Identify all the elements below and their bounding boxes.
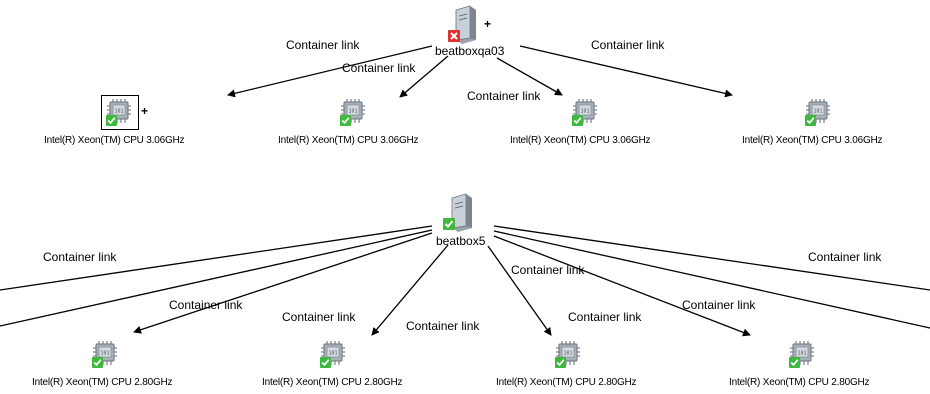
edge-line[interactable]	[519, 45, 733, 98]
edge-label[interactable]: Container link	[43, 250, 117, 264]
edge-label[interactable]: Container link	[169, 298, 243, 312]
svg-text:101: 101	[580, 109, 589, 115]
green-check-icon	[106, 115, 117, 126]
edge-label[interactable]: Container link	[568, 310, 642, 324]
host-label: beatbox5	[436, 234, 486, 248]
edge-line[interactable]	[133, 232, 433, 334]
edge-label[interactable]: Container link	[282, 310, 356, 324]
svg-text:101: 101	[563, 351, 572, 357]
edge-label[interactable]: Container link	[511, 263, 585, 277]
svg-text:101: 101	[100, 351, 109, 357]
cpu-label: Intel(R) Xeon(TM) CPU 2.80GHz	[262, 377, 403, 388]
cpu-label: Intel(R) Xeon(TM) CPU 3.06GHz	[44, 135, 185, 146]
cpu-label: Intel(R) Xeon(TM) CPU 3.06GHz	[510, 135, 651, 146]
cpu-node[interactable]: 101	[572, 98, 598, 126]
edge-line[interactable]	[496, 57, 563, 96]
svg-text:101: 101	[797, 351, 806, 357]
edge-label[interactable]: Container link	[591, 38, 665, 52]
cpu-label: Intel(R) Xeon(TM) CPU 3.06GHz	[742, 135, 883, 146]
edge-line[interactable]	[227, 45, 433, 98]
svg-text:101: 101	[813, 109, 822, 115]
cpu-node[interactable]: 101	[106, 98, 132, 126]
edge-line[interactable]	[493, 230, 930, 329]
edge-line[interactable]	[0, 229, 433, 327]
edge-label[interactable]: Container link	[682, 298, 756, 312]
green-check-icon	[92, 357, 103, 368]
expand-marker[interactable]: +	[141, 104, 149, 118]
green-check-icon	[805, 115, 816, 126]
edge-label[interactable]: Container link	[467, 89, 541, 103]
green-check-icon	[789, 357, 800, 368]
edge-line[interactable]	[487, 245, 552, 336]
cpu-chip-icon: 101	[573, 99, 597, 123]
host-label: beatboxqa03	[435, 44, 505, 58]
host-node-beatboxqa03[interactable]	[448, 4, 480, 44]
cpu-chip-icon: 101	[790, 341, 814, 365]
svg-text:101: 101	[114, 109, 123, 115]
edge-line[interactable]	[399, 55, 449, 98]
green-check-icon	[555, 357, 566, 368]
red-x-icon	[448, 30, 460, 42]
edge-label[interactable]: Container link	[286, 38, 360, 52]
cpu-chip-icon: 101	[806, 99, 830, 123]
cpu-label: Intel(R) Xeon(TM) CPU 3.06GHz	[278, 135, 419, 146]
expand-marker[interactable]: +	[484, 17, 492, 31]
edge-label[interactable]: Container link	[406, 319, 480, 333]
cpu-node[interactable]: 101	[789, 340, 815, 368]
svg-text:101: 101	[328, 351, 337, 357]
green-check-icon	[320, 357, 331, 368]
selection-box	[101, 95, 139, 130]
edge-label[interactable]: Container link	[342, 61, 416, 75]
cpu-label: Intel(R) Xeon(TM) CPU 2.80GHz	[32, 377, 173, 388]
edge-line[interactable]	[493, 225, 930, 291]
edge-line[interactable]	[0, 225, 433, 291]
edge-line[interactable]	[493, 235, 751, 337]
svg-text:101: 101	[348, 109, 357, 115]
cpu-chip-icon: 101	[341, 99, 365, 123]
cpu-node[interactable]: 101	[340, 98, 366, 126]
cpu-node[interactable]: 101	[805, 98, 831, 126]
cpu-chip-icon: 101	[107, 99, 131, 123]
edge-label[interactable]: Container link	[808, 250, 882, 264]
host-node-beatbox5[interactable]	[443, 192, 476, 232]
cpu-node[interactable]: 101	[92, 340, 118, 368]
green-check-icon	[340, 115, 351, 126]
cpu-node[interactable]: 101	[320, 340, 346, 368]
server-icon	[451, 193, 472, 232]
cpu-node[interactable]: 101	[555, 340, 581, 368]
green-check-icon	[443, 218, 455, 230]
edge-line[interactable]	[371, 244, 449, 336]
green-check-icon	[572, 115, 583, 126]
cpu-label: Intel(R) Xeon(TM) CPU 2.80GHz	[729, 377, 870, 388]
cpu-label: Intel(R) Xeon(TM) CPU 2.80GHz	[496, 377, 637, 388]
